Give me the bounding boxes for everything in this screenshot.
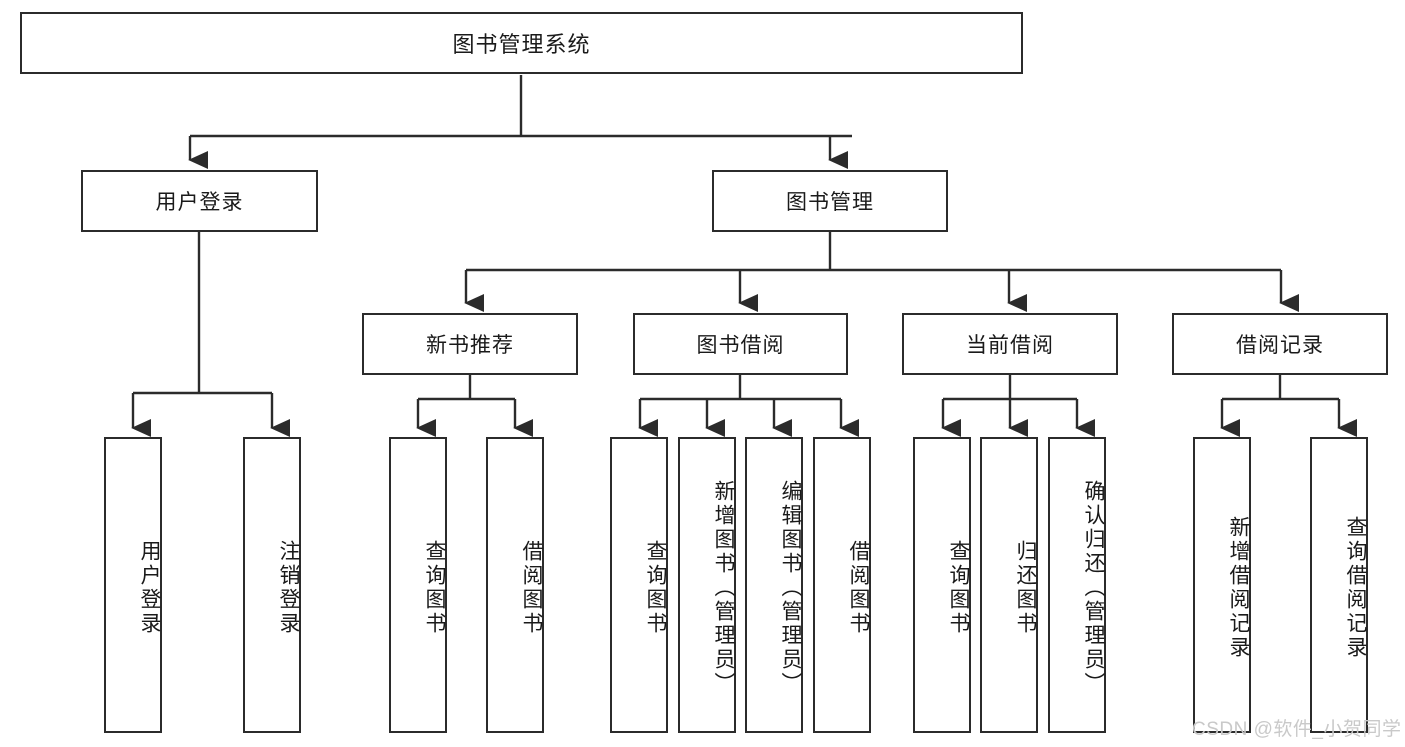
- watermark-text: CSDN @软件_小贺同学: [1192, 719, 1402, 740]
- leaf-user-login[interactable]: 用户登录: [104, 437, 162, 733]
- leaf-add-book-admin[interactable]: 新增图书（管理员）: [678, 437, 736, 733]
- leaf-query-book-borrow[interactable]: 查询图书: [610, 437, 668, 733]
- leaf-logout[interactable]: 注销登录: [243, 437, 301, 733]
- leaf-borrow-book-rec[interactable]: 借阅图书: [486, 437, 544, 733]
- node-borrow-record[interactable]: 借阅记录: [1172, 313, 1388, 375]
- leaf-query-borrow-record[interactable]: 查询借阅记录: [1310, 437, 1368, 733]
- leaf-borrow-book[interactable]: 借阅图书: [813, 437, 871, 733]
- leaf-query-book-rec[interactable]: 查询图书: [389, 437, 447, 733]
- leaf-edit-book-admin[interactable]: 编辑图书（管理员）: [745, 437, 803, 733]
- node-book-manage[interactable]: 图书管理: [712, 170, 948, 232]
- leaf-add-borrow-record[interactable]: 新增借阅记录: [1193, 437, 1251, 733]
- node-new-book-rec[interactable]: 新书推荐: [362, 313, 578, 375]
- node-current-borrow[interactable]: 当前借阅: [902, 313, 1118, 375]
- node-root[interactable]: 图书管理系统: [20, 12, 1023, 74]
- leaf-query-book-current[interactable]: 查询图书: [913, 437, 971, 733]
- leaf-return-book[interactable]: 归还图书: [980, 437, 1038, 733]
- leaf-confirm-return-admin[interactable]: 确认归还（管理员）: [1048, 437, 1106, 733]
- node-user-login[interactable]: 用户登录: [81, 170, 318, 232]
- node-book-borrow[interactable]: 图书借阅: [633, 313, 848, 375]
